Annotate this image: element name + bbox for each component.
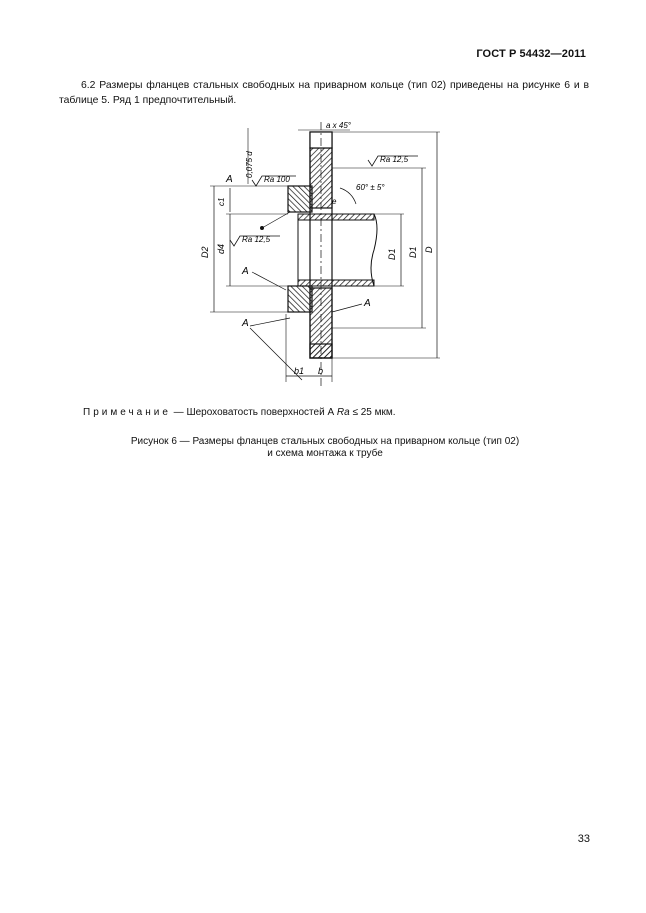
dim-c1-label: c1 — [217, 198, 226, 206]
datum-a-top: A — [225, 174, 233, 185]
roughness-top-label: Ra 12,5 — [380, 155, 409, 164]
datum-a-right: A — [363, 298, 371, 309]
dim-b-label: b — [318, 366, 323, 376]
section-paragraph: 6.2 Размеры фланцев стальных свободных н… — [59, 78, 589, 108]
dim-d4-label: d4 — [216, 244, 226, 254]
caption-line-1: Рисунок 6 — Размеры фланцев стальных сво… — [130, 436, 520, 447]
figure-note: Примечание — Шероховатость поверхностей … — [83, 407, 396, 418]
weld-angle-label: 60° ± 5° — [356, 183, 385, 192]
note-prefix: Примечание — [83, 407, 171, 418]
roughness-left-symbol — [251, 175, 296, 187]
roughness-left-label: Ra 100 — [264, 175, 290, 184]
ring-bottom — [287, 285, 313, 313]
roughness-mid-symbol — [229, 235, 280, 247]
roughness-mid-label: Ra 12,5 — [242, 235, 271, 244]
dim-b1-label: b1 — [294, 366, 304, 376]
datum-a-left: A — [241, 266, 249, 277]
pipe-wall-top — [297, 213, 375, 221]
standard-header: ГОСТ Р 54432—2011 — [476, 48, 586, 60]
dim-pipe-label: D1 — [387, 248, 397, 260]
note-dash: — Шероховатость поверхностей А — [170, 407, 337, 418]
pipe-break — [370, 213, 378, 287]
roughness-top-symbol — [367, 155, 418, 167]
caption-line-2: и схема монтажа к трубе — [267, 448, 383, 459]
flange-drawing: D D1 D1 D2 d4 c1 0,075 d a x 45° Ra 12,5… — [200, 121, 440, 388]
figure-caption: Рисунок 6 — Размеры фланцев стальных сво… — [70, 436, 580, 460]
chamfer-label: a x 45° — [326, 121, 352, 130]
dim-d2-label: D2 — [200, 246, 210, 258]
note-value: ≤ 25 мкм. — [349, 407, 396, 418]
dim-e-label: e — [332, 197, 337, 206]
page-number: 33 — [577, 833, 590, 845]
dim-d1-label: D1 — [408, 246, 418, 258]
ring-top — [287, 185, 313, 213]
dim-d-label: D — [424, 246, 434, 253]
pipe-wall-bottom — [297, 279, 375, 287]
datum-a-bottom: A — [241, 318, 249, 329]
paragraph-text: 6.2 Размеры фланцев стальных свободных н… — [59, 80, 589, 106]
weld-angle-arc — [339, 187, 357, 205]
note-ra: Ra — [336, 407, 350, 418]
tolerance-label: 0,075 d — [245, 151, 254, 178]
